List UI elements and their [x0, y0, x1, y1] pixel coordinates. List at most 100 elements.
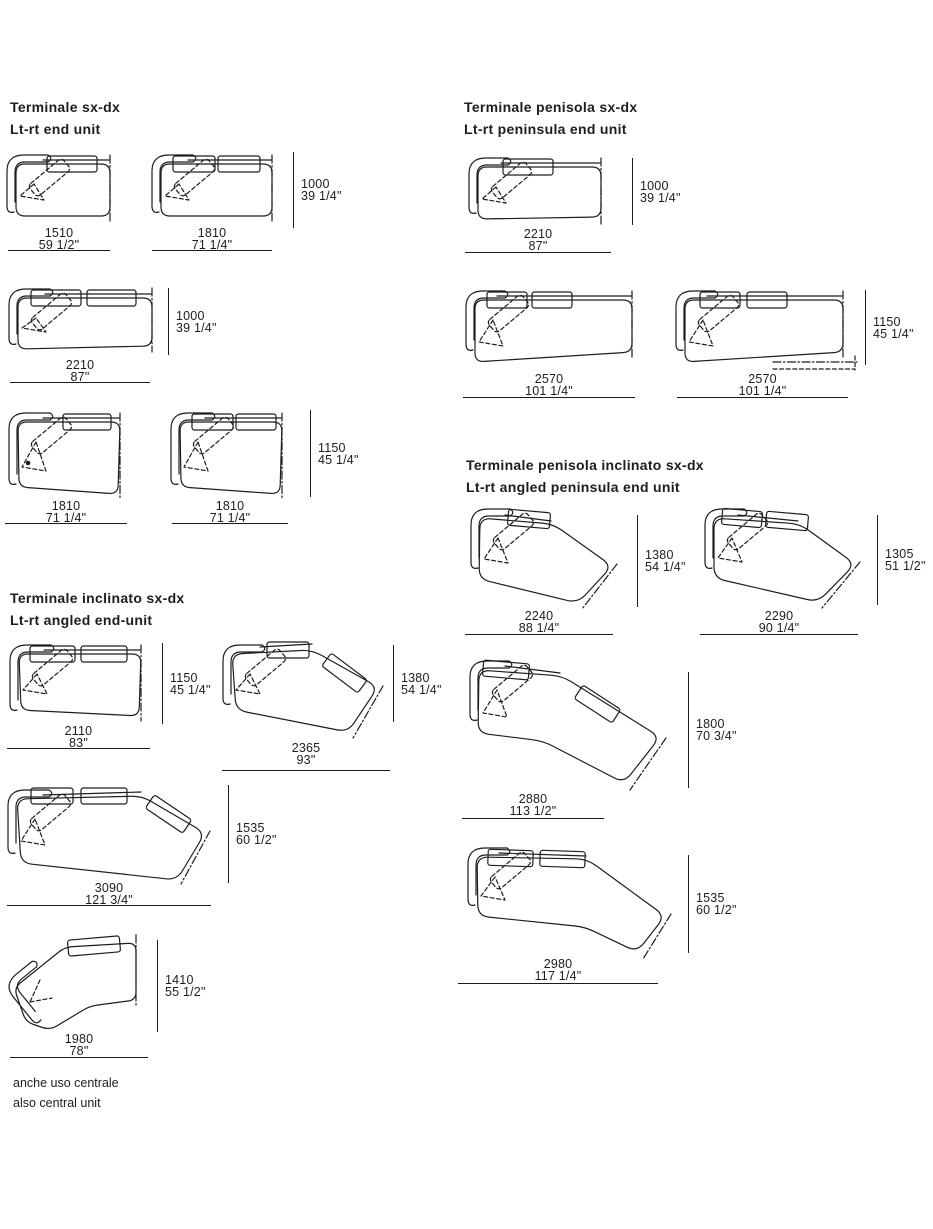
width-dimension-label: 2210 87": [465, 228, 611, 253]
depth-mm: 1000: [640, 179, 669, 193]
mechanism-dashed-outline: [21, 292, 73, 333]
width-dimension-line: [10, 1057, 148, 1058]
depth-dimension-line: [632, 158, 633, 225]
armrest-outline: [468, 157, 512, 214]
sofa-top-view-end-unit-straight: [6, 154, 111, 223]
sofa-top-view-peninsula-end-unit-angled: [704, 507, 861, 609]
width-inches: 71 1/4": [191, 238, 233, 252]
sofa-diagram-d1810c: 1810 71 1/4" 1150 45 1/4": [168, 410, 358, 524]
back-cushion: [502, 158, 554, 176]
width-dimension-line: [463, 397, 635, 398]
sofa-top-view-end-unit-angled: [222, 641, 384, 739]
width-mm: 2880: [518, 792, 548, 806]
back-cushion: [67, 935, 121, 957]
width-dimension-line: [465, 252, 611, 253]
dashed-detail-line: [29, 997, 53, 1003]
mechanism-dashed-outline: [482, 664, 534, 718]
width-inches: 71 1/4": [45, 511, 87, 525]
marker-dot: [25, 460, 31, 466]
sofa-top-view-end-unit-straight-deep: [9, 644, 142, 722]
back-cushion: [574, 685, 621, 723]
module-join-line: [180, 830, 211, 885]
armrest-outline: [9, 644, 55, 711]
seat-outline: [232, 649, 375, 731]
module-join-line: [629, 737, 667, 791]
width-dimension-label: 2880 113 1/2": [462, 792, 604, 818]
width-mm: 1510: [44, 226, 74, 240]
sofa-top-view-end-unit-straight: [8, 287, 153, 353]
depth-dimension-label: 1800 70 3/4": [696, 717, 737, 743]
depth-inches: 39 1/4": [301, 189, 342, 203]
width-dimension-line: [458, 983, 658, 984]
depth-inches: 45 1/4": [170, 683, 211, 697]
depth-dimension-line: [393, 645, 394, 722]
depth-mm: 1535: [696, 891, 725, 905]
armrest-outline: [7, 789, 53, 854]
width-mm: 1810: [51, 499, 81, 513]
width-dimension-line: [465, 634, 613, 635]
back-cushion: [217, 155, 261, 173]
section-title-it: Terminale penisola inclinato sx-dx: [466, 457, 704, 473]
sofa-top-view-peninsula-end-unit-angled-long: [469, 659, 667, 791]
back-cushion: [80, 787, 128, 805]
sofa-diagram-d2365: 2365 93" 1380 54 1/4": [220, 640, 441, 771]
width-dimension-line: [7, 905, 211, 906]
back-cushion: [699, 291, 741, 309]
armrest-outline: [470, 508, 514, 569]
depth-inches: 60 1/2": [236, 833, 277, 847]
width-inches: 87": [528, 239, 548, 253]
armrest-outline: [222, 644, 266, 705]
depth-mm: 1410: [165, 973, 194, 987]
back-cushion: [746, 291, 788, 309]
width-dimension-line: [462, 818, 604, 819]
armrest-outline: [469, 660, 513, 721]
back-cushion: [481, 659, 531, 681]
width-inches: 88 1/4": [518, 621, 560, 635]
mechanism-dashed-outline: [478, 294, 530, 347]
footnote: anche uso centrale also central unit: [13, 1073, 119, 1113]
width-mm: 2290: [764, 609, 794, 623]
seat-outline: [477, 670, 657, 781]
width-dimension-label: 2210 87": [10, 359, 150, 384]
width-inches: 87": [70, 370, 90, 384]
footnote-it: anche uso centrale: [13, 1076, 119, 1090]
width-dimension-label: 1980 78": [10, 1033, 148, 1058]
width-inches: 121 3/4": [85, 893, 133, 907]
width-dimension-label: 1810 71 1/4": [152, 227, 272, 252]
mechanism-dashed-outline: [717, 512, 769, 563]
depth-mm: 1535: [236, 821, 265, 835]
depth-dimension-label: 1150 45 1/4": [318, 442, 359, 467]
armrest-outline: [6, 154, 52, 213]
depth-inches: 45 1/4": [873, 327, 914, 341]
depth-dimension-line: [865, 290, 866, 365]
depth-inches: 51 1/2": [885, 559, 926, 573]
depth-dimension-label: 1380 54 1/4": [645, 549, 686, 574]
width-mm: 2365: [291, 741, 321, 755]
back-cushion: [62, 413, 112, 431]
sofa-diagram-d1980: 1980 78" 1410 55 1/2": [8, 934, 205, 1058]
width-mm: 2240: [524, 609, 554, 623]
width-inches: 101 1/4": [738, 384, 787, 398]
back-cushion: [506, 508, 552, 530]
width-dimension-label: 1510 59 1/2": [8, 226, 110, 252]
back-cushion: [30, 289, 82, 307]
sofa-top-view-end-unit-straight: [151, 154, 273, 223]
module-join-line: [642, 913, 672, 960]
depth-dimension-label: 1150 45 1/4": [170, 672, 211, 697]
sofa-diagram-dp2570a: 2570 101 1/4": [463, 286, 638, 398]
depth-dimension-line: [228, 785, 229, 883]
section-title-end-unit: Terminale sx-dx Lt-rt end unit: [10, 96, 120, 140]
sofa-diagram-d1810a: 1810 71 1/4" 1000 39 1/4": [148, 152, 341, 251]
depth-mm: 1800: [696, 717, 725, 731]
mechanism-dashed-outline: [22, 648, 74, 695]
width-inches: 113 1/2": [509, 804, 557, 818]
width-dimension-label: 2980 117 1/4": [458, 958, 658, 983]
sofa-top-view-peninsula-end-unit-angled-long: [467, 847, 672, 960]
depth-dimension-line: [162, 643, 163, 724]
width-inches: 117 1/4": [534, 969, 582, 983]
seat-outline: [17, 795, 203, 880]
sofa-top-view-end-unit-straight-deep: [170, 412, 283, 501]
section-title-en: Lt-rt angled peninsula end unit: [466, 479, 680, 495]
backrest-rail: [504, 665, 561, 674]
